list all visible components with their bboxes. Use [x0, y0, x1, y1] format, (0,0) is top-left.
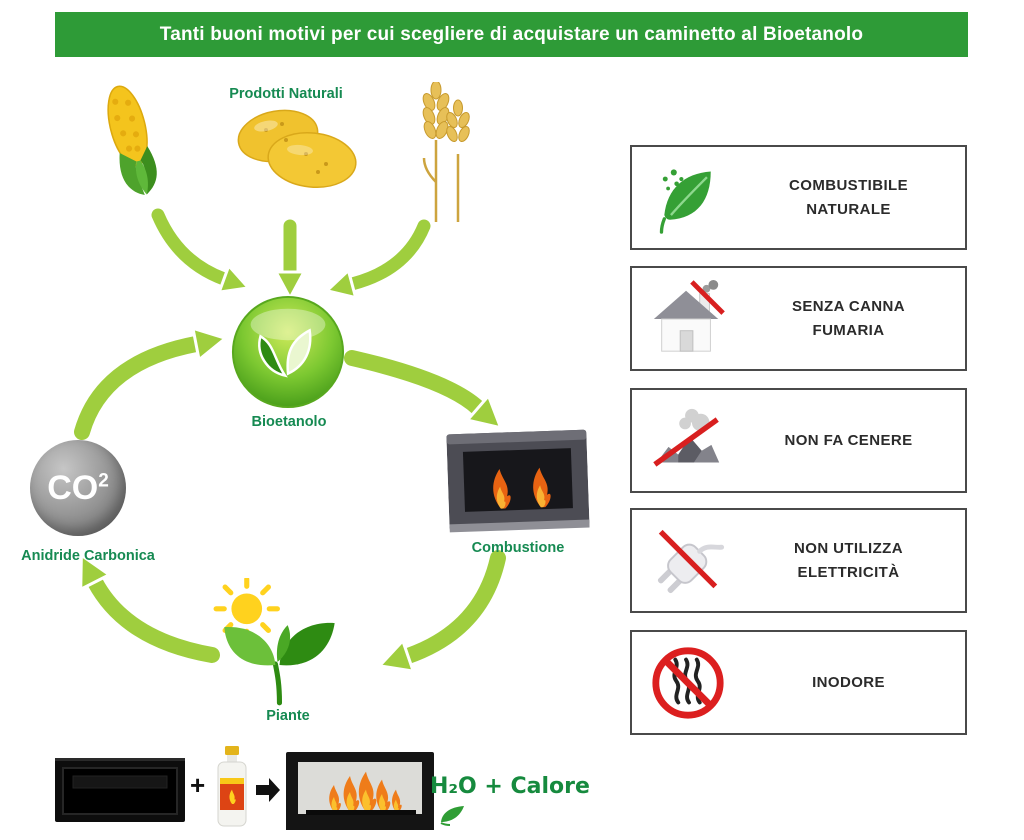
- plants-label: Piante: [266, 708, 310, 724]
- page-title: Tanti buoni motivi per cui scegliere di …: [159, 23, 864, 45]
- bioethanol-badge: [231, 295, 345, 409]
- title-banner: Tanti buoni motivi per cui scegliere di …: [55, 12, 968, 57]
- benefit-label: SENZA CANNA FUMARIA: [791, 298, 905, 339]
- corn-husk-center: [135, 160, 148, 195]
- arrow-corn-to-bioethanol: [148, 205, 252, 295]
- co2-text: CO2: [47, 471, 109, 505]
- benefit-box-natural-fuel: COMBUSTIBILE NATURALE: [630, 145, 967, 250]
- flame-icon: [493, 469, 511, 509]
- bioethanol-bottle-icon: [217, 746, 247, 827]
- natural-fuel-leaf-icon: [632, 162, 744, 234]
- plants-icon: [213, 578, 335, 706]
- right-arrow-icon: [256, 778, 280, 802]
- benefit-box-no-ash: NON FA CENERE: [630, 388, 967, 493]
- benefit-box-no-electricity: NON UTILIZZA ELETTRICITÀ: [630, 508, 967, 613]
- wheat-icon: [422, 82, 470, 222]
- leaf-icon: [286, 328, 312, 376]
- flame-icon: [533, 467, 551, 508]
- co2-label: Anidride Carbonica: [21, 548, 155, 564]
- arrow-potatoes-to-bioethanol: [273, 216, 307, 302]
- benefit-label: INODORE: [812, 673, 885, 691]
- potatoes-icon: [237, 109, 357, 188]
- no-ash-icon: [632, 402, 744, 480]
- benefit-label: COMBUSTIBILE NATURALE: [789, 177, 908, 218]
- co2-badge: CO2: [30, 440, 126, 536]
- lit-fireplace-icon: [286, 752, 434, 830]
- flame-icon: [329, 771, 402, 812]
- combustion-label: Combustione: [471, 540, 565, 556]
- plus-sign: +: [190, 770, 206, 800]
- combustion-fireplace-icon: [446, 429, 590, 533]
- corn-husk-right: [140, 146, 157, 195]
- no-flue-house-icon: [632, 279, 744, 358]
- leaf-icon: [224, 627, 276, 666]
- arrow-plants-to-co2: [79, 552, 224, 667]
- leaf-icon: [276, 625, 291, 662]
- co2-formula: CO: [47, 469, 99, 507]
- no-electricity-plug-icon: [632, 522, 744, 600]
- odorless-icon: [632, 644, 744, 722]
- flame-icon: [229, 789, 236, 804]
- leaf-icon: [258, 334, 288, 378]
- products-label: Prodotti Naturali: [229, 86, 343, 102]
- benefit-box-odorless: INODORE: [630, 630, 967, 735]
- bioethanol-label: Bioetanolo: [251, 414, 327, 430]
- corn-husk-left: [119, 153, 145, 195]
- benefit-label: NON UTILIZZA ELETTRICITÀ: [794, 540, 903, 581]
- benefit-box-no-flue: SENZA CANNA FUMARIA: [630, 266, 967, 371]
- corn-icon: [107, 85, 157, 195]
- leaf-icon: [279, 622, 335, 666]
- benefit-label: NON FA CENERE: [784, 431, 913, 449]
- arrow-combustion-to-plants: [376, 546, 510, 674]
- leaf-icon: [440, 806, 464, 826]
- bioethanol-burner-icon: [55, 758, 185, 822]
- equation-result: H₂O + Calore: [430, 774, 590, 799]
- co2-superscript: 2: [98, 470, 109, 492]
- arrow-co2-to-bioethanol: [70, 326, 229, 444]
